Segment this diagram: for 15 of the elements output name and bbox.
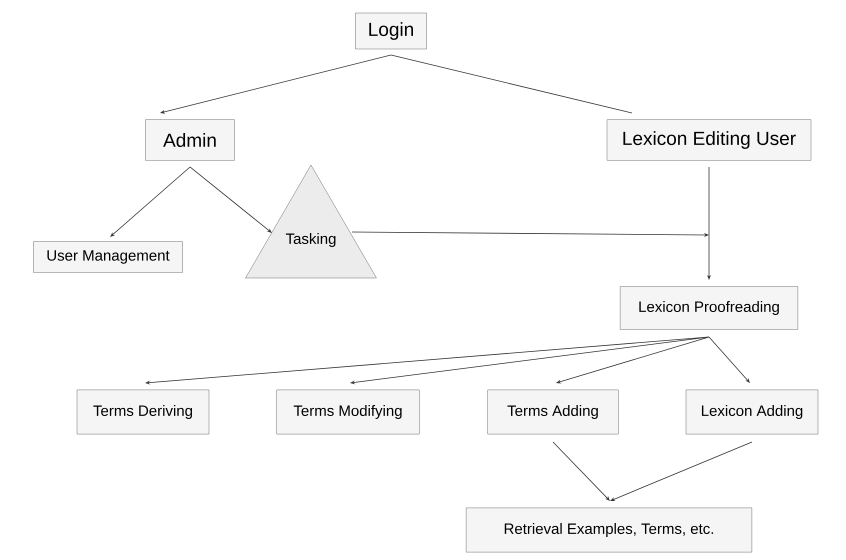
triangle-node: Tasking [245,164,377,278]
process-box: Login [355,12,427,50]
arrow [190,166,272,233]
process-box: Terms Adding [488,390,618,434]
process-box: Lexicon Proofreading [620,286,798,330]
arrow [110,166,190,237]
process-box: Retrieval Examples, Terms, etc. [466,508,752,552]
process-box: Terms Modifying [276,390,420,434]
process-box: Lexicon Editing User [606,120,812,160]
arrow [552,442,610,501]
process-box: Admin [145,120,235,160]
process-box: Terms Deriving [76,390,210,434]
arrow [708,336,750,383]
process-box: User Management [33,241,183,273]
process-box: Lexicon Adding [686,390,818,434]
